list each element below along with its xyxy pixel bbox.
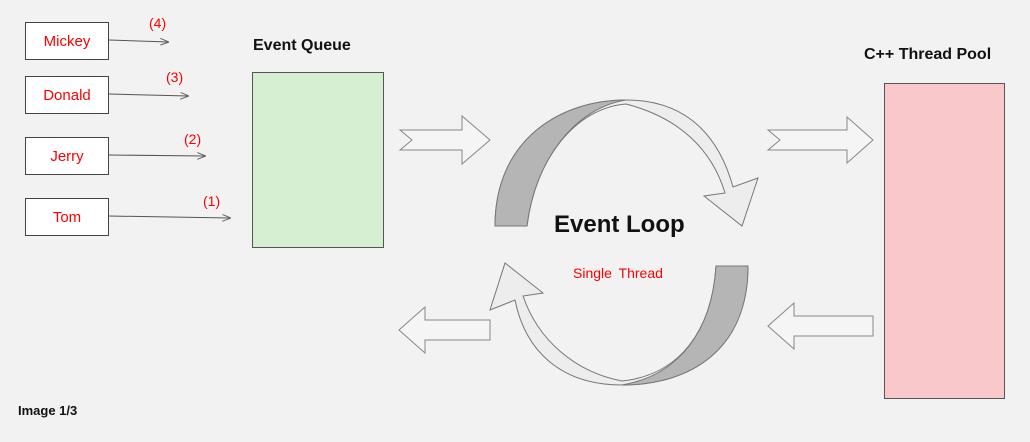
loop-cycle-bottom-inner [621,265,749,386]
event-queue-box [252,72,384,248]
thread-pool-box [884,83,1005,399]
loop-to-pool-arrow [766,115,874,165]
jerry-connector-arrow [108,155,205,156]
order-label-donald: (3) [166,69,184,85]
event-loop-title: Event Loop [554,211,685,238]
user-box-mickey: Mickey [25,22,109,60]
user-box-donald: Donald [25,76,109,114]
order-label-jerry: (2) [184,131,202,147]
loop-cycle-top-inner [494,99,627,227]
image-caption: Image 1/3 [18,403,78,418]
thread-pool-title: C++ Thread Pool [864,46,992,63]
order-label-mickey: (4) [149,15,167,31]
mickey-connector-arrow [108,40,168,42]
donald-connector-arrow [108,94,188,96]
user-box-jerry: Jerry [25,137,109,175]
loop-output-arrow [398,305,491,355]
event-loop-subtitle: Single Thread [573,265,663,281]
event-queue-title: Event Queue [253,37,351,54]
pool-to-loop-arrow [767,301,874,351]
order-label-tom: (1) [203,193,221,209]
user-box-tom: Tom [25,198,109,236]
queue-to-loop-arrow [398,114,491,166]
tom-connector-arrow [108,216,230,218]
